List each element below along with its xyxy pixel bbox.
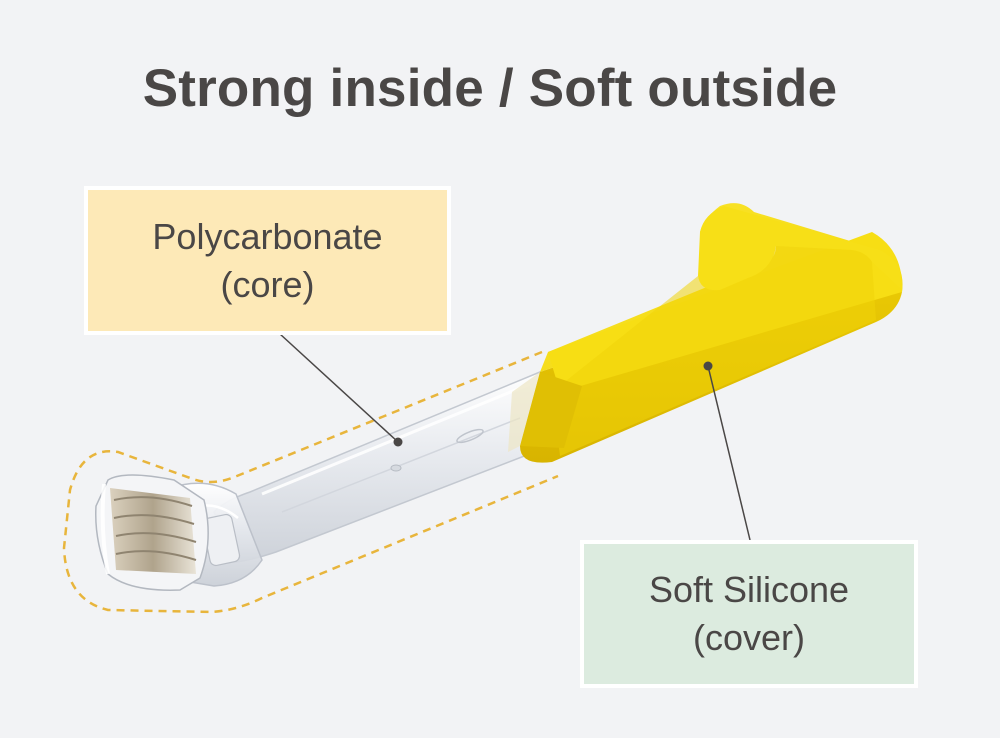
core-dashed-outline bbox=[62, 350, 559, 614]
cover-leader-line bbox=[707, 365, 751, 541]
core-material-label: Polycarbonate (core) bbox=[84, 186, 451, 335]
cover-label-line2: (cover) bbox=[692, 617, 805, 658]
cover-material-label: Soft Silicone (cover) bbox=[580, 540, 918, 688]
silicone-cover bbox=[508, 203, 903, 463]
brush-head bbox=[95, 474, 209, 591]
cover-leader-dot bbox=[703, 361, 713, 371]
page-title: Strong inside / Soft outside bbox=[142, 59, 838, 118]
cover-label-line1: Soft Silicone bbox=[648, 569, 850, 610]
core-label-line1: Polycarbonate bbox=[152, 215, 383, 257]
core-label-line2: (core) bbox=[220, 263, 315, 305]
core-leader-dot bbox=[393, 437, 403, 447]
core-leader-line bbox=[279, 333, 399, 443]
